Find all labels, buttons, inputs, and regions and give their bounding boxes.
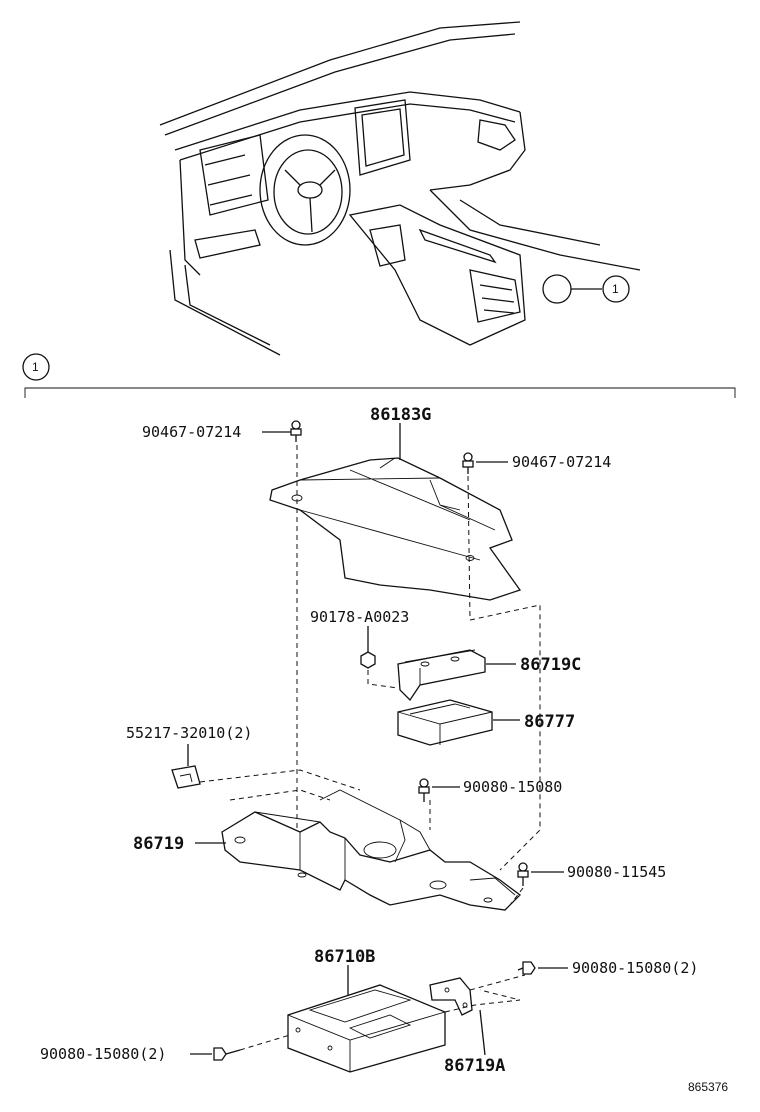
part-86710B (287, 984, 446, 1073)
clip-55217 (171, 744, 361, 791)
label-90080-15080-2-right: 90080-15080(2) (572, 959, 698, 977)
callout-circle (602, 275, 630, 303)
bolt-90080-15080 (418, 778, 460, 802)
label-90467-left: 90467-07214 (142, 423, 241, 441)
label-90178-A0023: 90178-A0023 (310, 608, 409, 626)
bolt-90467-left (262, 420, 302, 442)
label-86777: 86777 (524, 712, 575, 732)
label-90467-right: 90467-07214 (512, 453, 611, 471)
bolt-90080-15080-left (190, 1034, 291, 1061)
nut-90178 (360, 626, 399, 689)
part-86777 (397, 699, 493, 746)
label-86719C: 86719C (520, 655, 581, 675)
section-marker-circle (22, 353, 50, 381)
location-circle (542, 274, 572, 304)
label-86710B: 86710B (314, 947, 375, 967)
bolt-90080-15080-right (517, 961, 568, 975)
label-55217-32010: 55217-32010(2) (126, 724, 252, 742)
callout-number: 1 (612, 282, 619, 296)
figure-id: 865376 (688, 1080, 728, 1094)
part-86719A (429, 977, 473, 1016)
part-86183G (269, 457, 522, 601)
section-bracket (24, 387, 736, 398)
label-90080-15080: 90080-15080 (463, 778, 562, 796)
bolt-90467-right (462, 452, 508, 474)
part-86719C (397, 649, 486, 702)
section-header: 1 (22, 353, 736, 398)
section-marker-number: 1 (32, 360, 39, 374)
bolt-90080-11545 (509, 862, 564, 906)
part-86719 (221, 789, 521, 911)
label-86183G: 86183G (370, 405, 431, 425)
label-90080-11545: 90080-11545 (567, 863, 666, 881)
label-86719: 86719 (133, 834, 184, 854)
label-86719A: 86719A (444, 1056, 505, 1076)
dashboard-illustration: 1 (159, 21, 641, 356)
label-90080-15080-2-left: 90080-15080(2) (40, 1045, 166, 1063)
